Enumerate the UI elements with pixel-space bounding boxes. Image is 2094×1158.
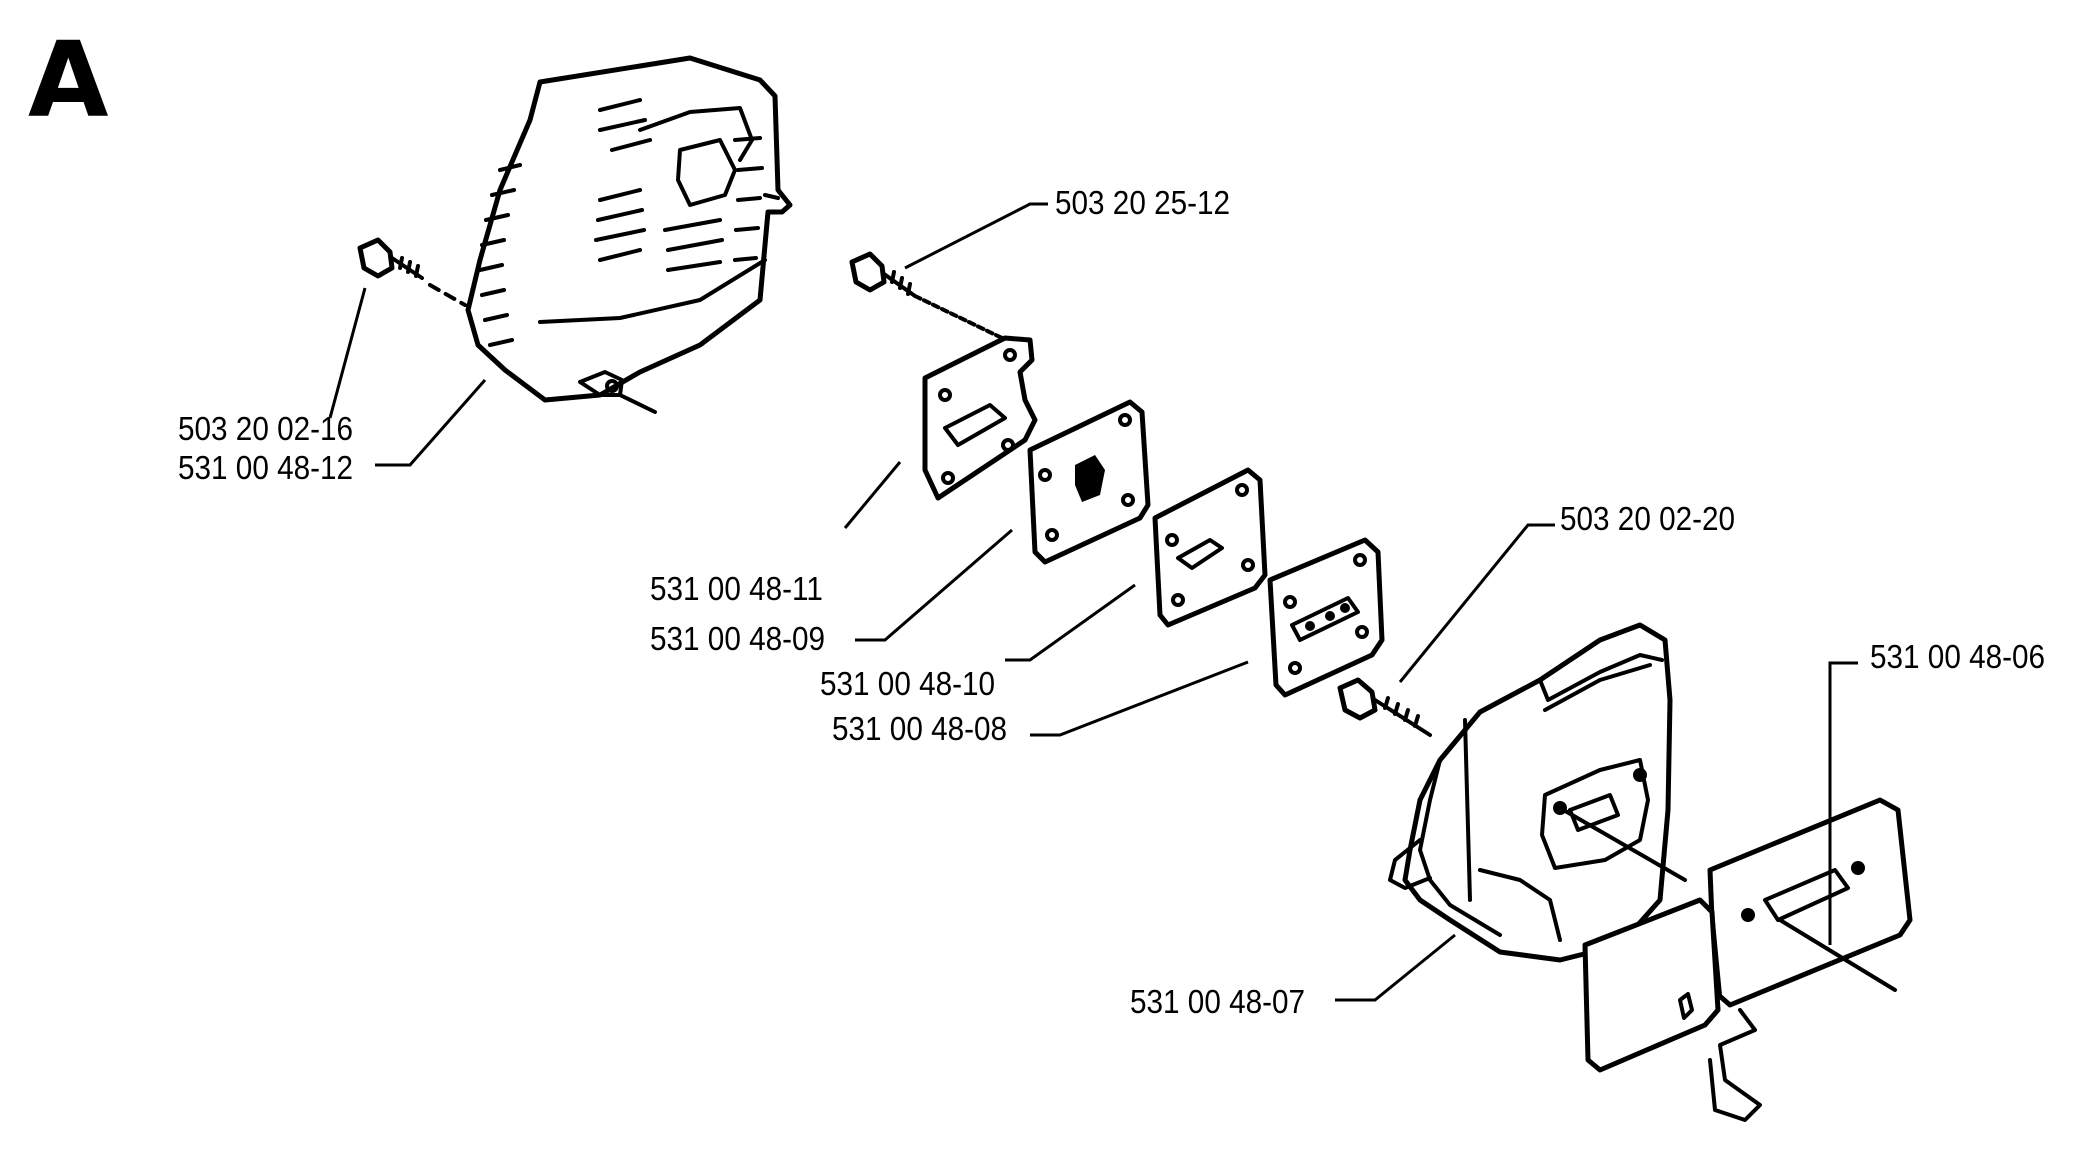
callout-503-20-25-12: 503 20 25-12: [1055, 184, 1231, 221]
muffler-body-part: [1388, 622, 1673, 963]
callout-503-20-02-20: 503 20 02-20: [1560, 500, 1736, 537]
gasket-531-00-48-10-part: [1152, 467, 1268, 628]
screw-503-20-02-20-part: [1337, 677, 1432, 737]
callout-531-00-48-11: 531 00 48-11: [650, 570, 823, 607]
screen-531-00-48-09-part: [1027, 399, 1151, 565]
callout-503-20-02-16: 503 20 02-16: [178, 410, 354, 447]
leader-lines: [328, 202, 1858, 1002]
callout-531-00-48-08: 531 00 48-08: [832, 710, 1008, 747]
callout-531-00-48-12: 531 00 48-12: [178, 449, 354, 486]
deflector-part: [1582, 897, 1762, 1122]
muffler-cover-part: [465, 55, 793, 414]
callout-531-00-48-07: 531 00 48-07: [1130, 983, 1306, 1020]
screw-503-20-25-12-part: [849, 251, 1004, 340]
plate-531-00-48-11-part: [922, 335, 1038, 501]
callout-531-00-48-09: 531 00 48-09: [650, 620, 826, 657]
callout-531-00-48-06: 531 00 48-06: [1870, 638, 2046, 675]
plate-531-00-48-08-part: [1267, 537, 1385, 698]
section-letter: A: [28, 19, 109, 141]
callout-531-00-48-10: 531 00 48-10: [820, 665, 996, 702]
screw-503-20-02-16-part: [357, 237, 467, 307]
